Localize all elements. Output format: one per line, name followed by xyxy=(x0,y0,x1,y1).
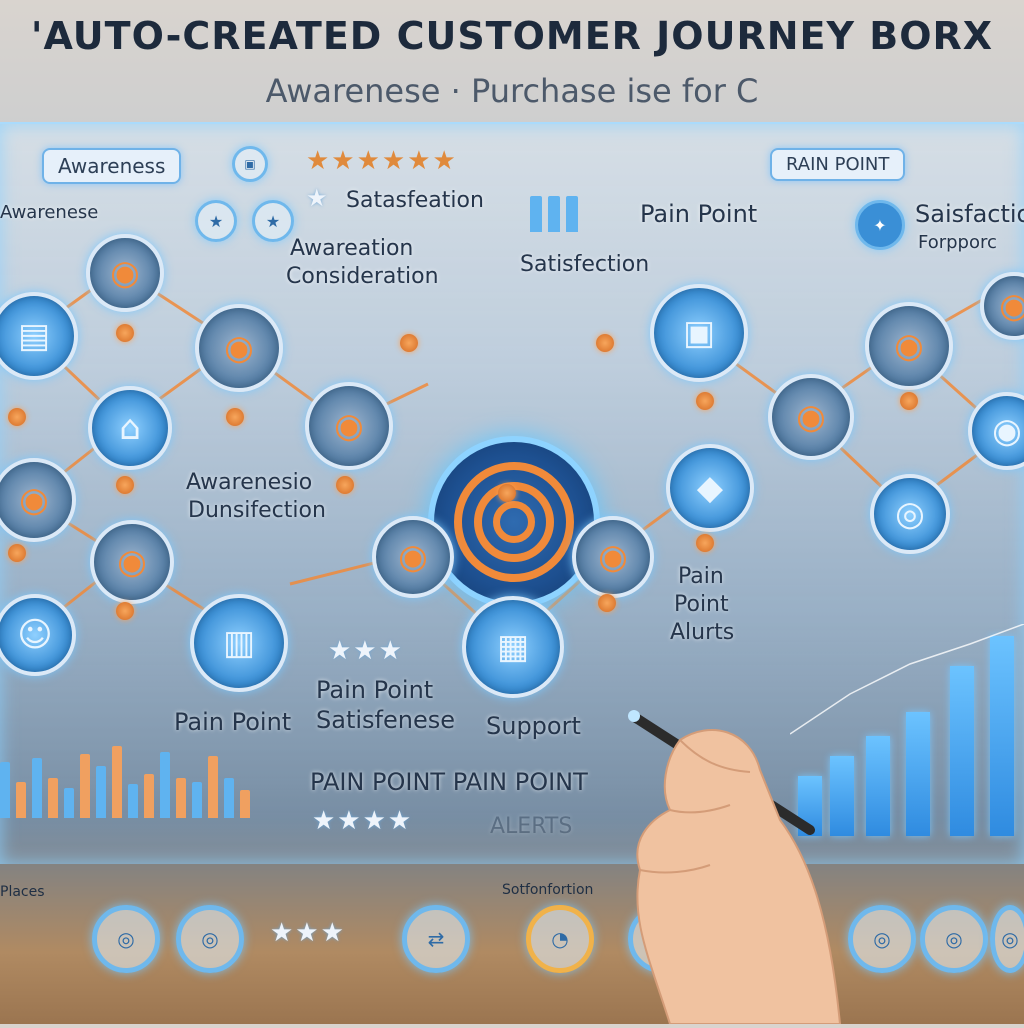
stage-label-awarenese: Awarenese xyxy=(0,202,99,223)
connector-dot xyxy=(696,392,714,410)
target-icon[interactable]: ◎ xyxy=(92,905,160,973)
journey-node-loyalty[interactable]: ◉ xyxy=(90,520,174,604)
label-satisfenese: Satisfenese xyxy=(316,706,455,734)
journey-node-edge-2[interactable]: ◉ xyxy=(968,392,1024,470)
journey-node-chart-icon[interactable]: ▥ xyxy=(190,594,288,692)
journey-panel: Awareness Awarenese ★★★★★★ ★ Satasfeatio… xyxy=(0,122,1024,864)
connector-dot xyxy=(400,334,418,352)
label-awarenesio: Awarenesio xyxy=(186,470,313,495)
connector-dot xyxy=(900,392,918,410)
journey-node-chat-icon[interactable]: ▤ xyxy=(0,292,78,380)
bottom-label-satisfaction: Sotfonfortion xyxy=(502,882,594,898)
connector-dot xyxy=(8,408,26,426)
label-consideration: Consideration xyxy=(286,264,439,289)
journey-node-consideration[interactable]: ◉ xyxy=(195,304,283,392)
label-support: Support xyxy=(486,712,581,740)
journey-hub-target-icon[interactable] xyxy=(428,436,600,608)
journey-node-pain-point[interactable]: ◉ xyxy=(865,302,953,390)
journey-node-edge-1[interactable]: ◉ xyxy=(980,272,1024,340)
star-icon-2[interactable]: ★ xyxy=(252,200,294,242)
label-support-sub: Forpporc xyxy=(918,232,997,253)
label-dunsifection: Dunsifection xyxy=(188,498,326,523)
connector-dot xyxy=(596,334,614,352)
bottom-label-places: Places xyxy=(0,884,45,900)
journey-node-screen-icon[interactable]: ▣ xyxy=(650,284,748,382)
connector-dot xyxy=(598,594,616,612)
connector-dot xyxy=(116,602,134,620)
growth-chart-right xyxy=(790,624,1024,836)
target-icon-5[interactable]: ◎ xyxy=(920,905,988,973)
label-alerts-faded: ALERTS xyxy=(490,814,573,839)
label-pain-point-left: Pain Point xyxy=(174,708,292,736)
page-subtitle: Awarenese · Purchase ise for C xyxy=(265,72,759,110)
mini-bars-top xyxy=(530,196,578,232)
connector-dot xyxy=(116,324,134,342)
connector-dot xyxy=(696,534,714,552)
rating-stars-bottom: ★★★ xyxy=(270,918,346,948)
handshake-icon[interactable]: ⇄ xyxy=(402,905,470,973)
label-pain-point-top: Pain Point xyxy=(640,200,758,228)
journey-node-support-icon[interactable]: ▦ xyxy=(462,596,564,698)
label-satisfection: Satisfection xyxy=(520,252,650,277)
rating-stars-mid: ★★★ xyxy=(328,636,404,666)
connector-dot xyxy=(498,484,516,502)
bar-chart-left xyxy=(0,746,250,818)
donut-chart-icon[interactable]: ◔ xyxy=(526,905,594,973)
chat-icon[interactable]: ✦ xyxy=(855,200,905,250)
badge-icon[interactable]: ▣ xyxy=(232,146,268,182)
hand-with-stylus xyxy=(610,700,850,1025)
journey-node-awareness[interactable]: ◉ xyxy=(86,234,164,312)
target-icon-4[interactable]: ◎ xyxy=(848,905,916,973)
target-icon-6[interactable]: ◎ xyxy=(990,905,1024,973)
connector-dot xyxy=(226,408,244,426)
stage-pill-pain-point[interactable]: RAIN POINT xyxy=(770,148,906,181)
page-title: 'AUTO-CREATED CUSTOMER JOURNEY BORX xyxy=(30,14,994,58)
target-icon-2[interactable]: ◎ xyxy=(176,905,244,973)
label-pain-point-alerts-3: Alurts xyxy=(670,620,735,645)
label-pain-point-alerts-1: Pain xyxy=(678,564,724,589)
journey-node-advocacy[interactable]: ◉ xyxy=(572,516,654,598)
rating-stars-top: ★★★★★★ xyxy=(306,146,458,176)
label-pain-point-row: PAIN POINT PAIN POINT xyxy=(310,768,588,796)
label-satisfeation: Satasfeation xyxy=(346,188,484,213)
journey-node-feedback[interactable]: ◉ xyxy=(372,516,454,598)
star-icon[interactable]: ★ xyxy=(195,200,237,242)
connector-dot xyxy=(116,476,134,494)
journey-node-satisfaction[interactable]: ◉ xyxy=(768,374,854,460)
stage-pill-awareness[interactable]: Awareness xyxy=(42,148,182,184)
journey-node-retention[interactable]: ◉ xyxy=(0,458,76,542)
label-awareation: Awareation xyxy=(290,236,414,261)
journey-node-tag-icon[interactable]: ◆ xyxy=(666,444,754,532)
journey-node-person-icon[interactable]: ☺ xyxy=(0,594,76,676)
satisfaction-star-icon: ★ xyxy=(306,184,330,212)
label-pain-point-mid: Pain Point xyxy=(316,676,434,704)
label-satisfaction: Saisfaction xyxy=(915,200,1024,228)
label-pain-point-alerts-2: Point xyxy=(674,592,729,617)
journey-node-purchase[interactable]: ◉ xyxy=(305,382,393,470)
journey-node-globe-icon[interactable]: ◎ xyxy=(870,474,950,554)
connector-dot xyxy=(336,476,354,494)
connector-dot xyxy=(8,544,26,562)
rating-stars-lower: ★★★★ xyxy=(312,806,414,836)
journey-node-cart-icon[interactable]: ⌂ xyxy=(88,386,172,470)
